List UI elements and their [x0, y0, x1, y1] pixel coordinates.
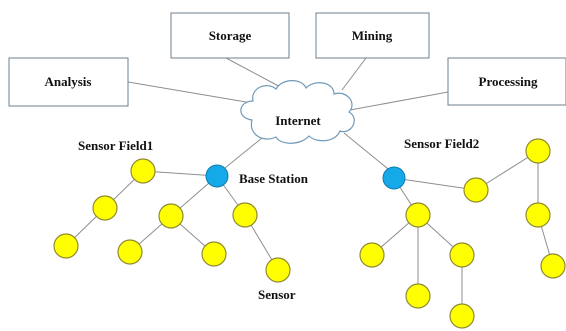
sensor-node [405, 202, 431, 228]
analysis-label: Analysis [45, 74, 92, 89]
sensor-node [265, 257, 291, 283]
edge-processing-internet [349, 91, 449, 111]
edge-internet-base1 [219, 137, 263, 173]
edge-storage-internet [225, 57, 289, 92]
sensor-field-1-label: Sensor Field1 [78, 138, 153, 153]
processing-box: Processing [447, 57, 566, 106]
internet-label: Internet [275, 113, 321, 128]
sensor-node [130, 158, 156, 184]
storage-label: Storage [209, 28, 252, 43]
base-station-node-1 [205, 164, 229, 188]
sensor-node [359, 242, 385, 268]
cloud-icon [240, 80, 355, 144]
sensor-node [449, 303, 475, 329]
edge-mining-internet [341, 57, 367, 91]
internet-cloud: Internet [240, 80, 355, 144]
edge-internet-base2 [343, 132, 394, 174]
sensor-node [53, 233, 79, 259]
base-station-label: Base Station [239, 171, 309, 186]
sensor-node [525, 138, 551, 164]
edge-b2-n9 [393, 177, 477, 191]
sensor-field-2-label: Sensor Field2 [404, 136, 479, 151]
sensor-node [117, 239, 143, 265]
sensor-node [449, 242, 475, 268]
storage-box: Storage [170, 12, 290, 59]
sensor-label: Sensor [258, 287, 296, 302]
sensor-node [232, 202, 258, 228]
sensor-node [405, 283, 431, 309]
edge-analysis-internet [127, 81, 253, 104]
sensor-node [540, 253, 566, 279]
mining-box: Mining [315, 12, 430, 59]
sensor-node [92, 195, 118, 221]
mining-label: Mining [352, 28, 393, 43]
processing-label: Processing [479, 74, 538, 89]
sensor-node [158, 203, 184, 229]
sensor-node [525, 202, 551, 228]
analysis-box: Analysis [8, 57, 129, 107]
sensor-node [463, 177, 489, 203]
sensor-node [201, 241, 227, 267]
base-station-node-2 [382, 166, 406, 190]
